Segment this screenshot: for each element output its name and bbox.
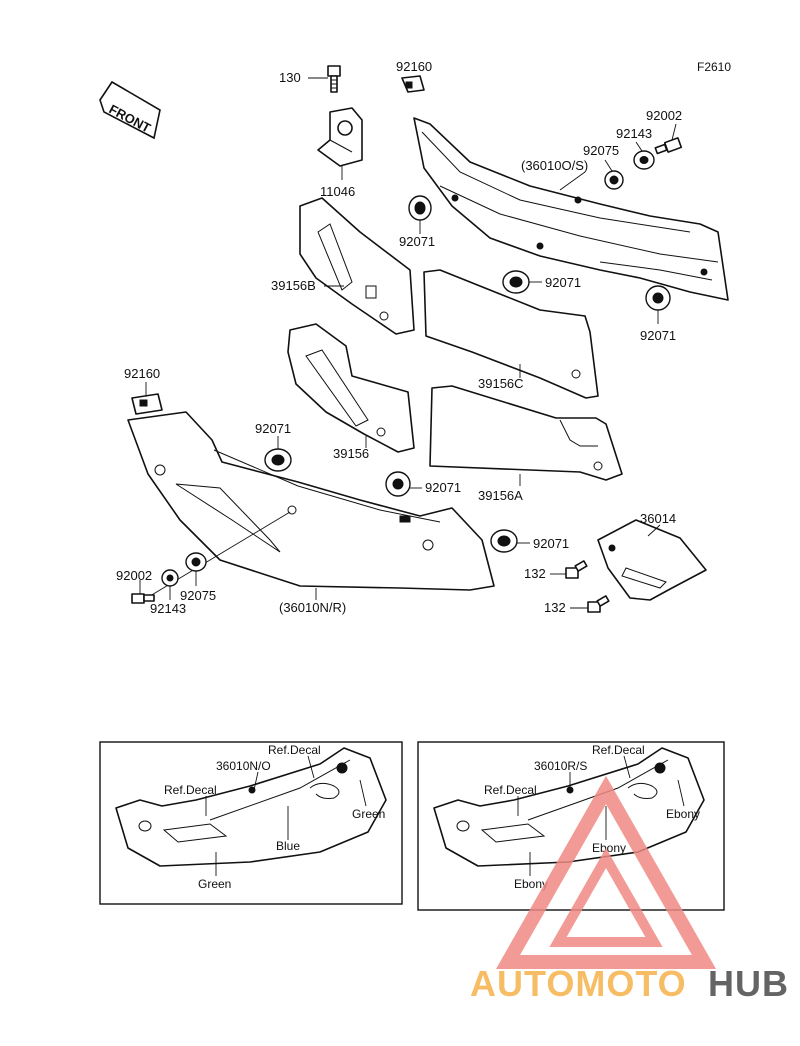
cover-39156a-icon	[429, 385, 623, 481]
front-arrow-icon: FRONT	[99, 80, 161, 140]
label-clip-92160-left: 92160	[124, 366, 160, 381]
inset-left-color-3: Green	[198, 877, 231, 891]
washer-92143-bottom-icon	[161, 569, 179, 587]
label-grommet-f: 92071	[533, 536, 569, 551]
inset-left-color-1: Green	[352, 807, 385, 821]
collar-92075-bottom-icon	[185, 552, 207, 572]
bolt-92002-bottom-icon	[131, 593, 155, 604]
label-bolt-132-a: 132	[524, 566, 546, 581]
cover-39156-icon	[287, 323, 415, 453]
cover-39156c-icon	[423, 269, 599, 399]
washer-92143-top-icon	[633, 150, 655, 170]
grommet-92071-d-icon	[264, 448, 292, 472]
watermark-logo: AUTOMOTO HUB	[470, 775, 789, 1004]
inset-left-ref-decal-2: Ref.Decal	[164, 783, 217, 797]
bolt-132-b-icon	[587, 595, 610, 613]
watermark-text-hub: HUB	[708, 963, 789, 1004]
grommet-92071-e-icon	[385, 471, 411, 497]
inset-left-part: 36010N/O	[216, 759, 271, 773]
grommet-92071-b-icon	[502, 270, 530, 294]
grommet-92071-a-icon	[408, 195, 432, 221]
lower-cowl-36010nr-icon	[127, 411, 495, 591]
label-clip-92160-top: 92160	[396, 59, 432, 74]
clip-92160-top-icon	[401, 75, 425, 93]
grommet-92071-c-icon	[645, 285, 671, 311]
guard-36014-icon	[597, 519, 707, 601]
label-grommet-c: 92071	[640, 328, 676, 343]
label-cover-39156: 39156	[333, 446, 369, 461]
figure-code: F2610	[697, 60, 731, 74]
label-cover-39156c: 39156C	[478, 376, 524, 391]
label-bolt-92002-bottom: 92002	[116, 568, 152, 583]
label-upper-cowl: (36010O/S)	[521, 158, 588, 173]
bolt-132-a-icon	[565, 560, 588, 579]
label-lower-cowl: (36010N/R)	[279, 600, 346, 615]
cover-39156b-icon	[299, 197, 415, 335]
bolt-130-icon	[327, 65, 341, 93]
watermark-text-automoto: AUTOMOTO	[470, 963, 687, 1004]
clip-92160-left-icon	[131, 393, 163, 415]
label-grommet-e: 92071	[425, 480, 461, 495]
upper-cowl-36010os-icon	[413, 117, 729, 301]
label-grommet-b: 92071	[545, 275, 581, 290]
label-cover-39156b: 39156B	[271, 278, 316, 293]
inset-right-color-1: Ebony	[666, 807, 700, 821]
inset-left-ref-decal-1: Ref.Decal	[268, 743, 321, 757]
label-bolt-92002-top: 92002	[646, 108, 682, 123]
inset-left	[99, 741, 403, 905]
inset-right-ref-decal-1: Ref.Decal	[592, 743, 645, 757]
collar-92075-top-icon	[604, 170, 624, 190]
label-washer-92143-top: 92143	[616, 126, 652, 141]
grommet-92071-f-icon	[490, 529, 518, 553]
label-collar-92075-top: 92075	[583, 143, 619, 158]
inset-right-ref-decal-2: Ref.Decal	[484, 783, 537, 797]
label-bolt-130: 130	[279, 70, 301, 85]
bolt-92002-top-icon	[654, 137, 683, 155]
label-guard-36014: 36014	[640, 511, 676, 526]
inset-left-color-2: Blue	[276, 839, 300, 853]
bracket-11046-icon	[317, 107, 363, 167]
label-bolt-132-b: 132	[544, 600, 566, 615]
label-cover-39156a: 39156A	[478, 488, 523, 503]
inset-right-color-2: Ebony	[592, 841, 626, 855]
label-grommet-a: 92071	[399, 234, 435, 249]
inset-right-color-3: Ebony	[514, 877, 548, 891]
label-washer-92143-bottom: 92143	[150, 601, 186, 616]
label-collar-92075-bottom: 92075	[180, 588, 216, 603]
label-bracket-11046: 11046	[320, 184, 355, 199]
label-grommet-d: 92071	[255, 421, 291, 436]
inset-right-part: 36010R/S	[534, 759, 587, 773]
